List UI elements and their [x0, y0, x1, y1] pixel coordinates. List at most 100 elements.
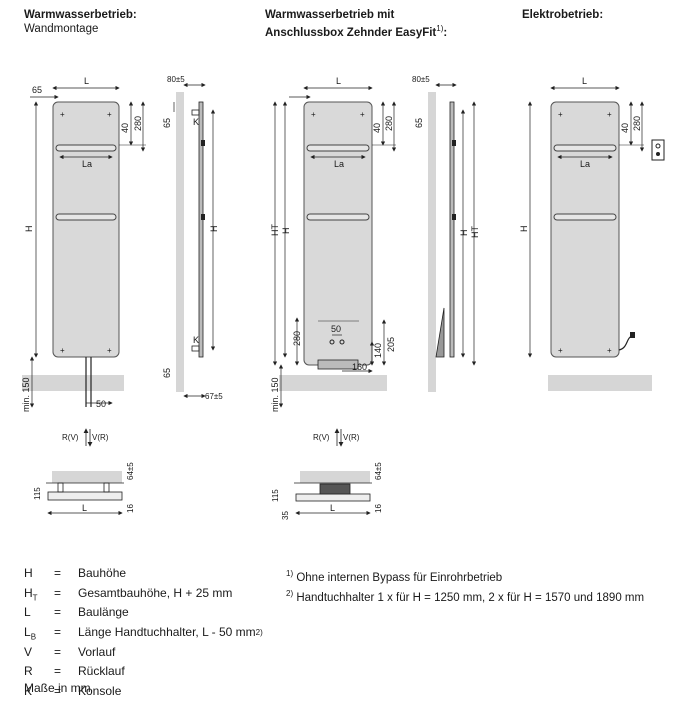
dim-H: H: [209, 226, 219, 233]
legend-equals: =: [54, 585, 62, 600]
legend-key: V: [24, 644, 33, 659]
dim-65: 65: [414, 118, 424, 128]
legend: H = Bauhöhe HT = Gesamtbauhöhe, H + 25 m…: [24, 566, 263, 704]
plus-mark: +: [60, 110, 65, 119]
return-flow-label: R(V): [62, 433, 79, 442]
dim-67: 67±5: [205, 392, 223, 401]
towel-rail: [55, 144, 117, 152]
header-title: Warmwasserbetrieb:: [24, 9, 137, 21]
bracket: [452, 214, 456, 220]
dim-L: L: [330, 503, 335, 513]
power-plug: [630, 332, 635, 338]
dim-280: 280: [292, 331, 302, 346]
front-view-easyfit: + + L H HT La 40 280 280 50 140 205 160 …: [270, 76, 397, 447]
footnote: 2) Handtuchhalter 1 x für H = 1250 mm, 2…: [286, 588, 645, 604]
radiator-panel: [52, 101, 120, 358]
console-label: K: [193, 335, 199, 345]
legend-key: L: [24, 605, 31, 620]
dim-280: 280: [133, 116, 143, 131]
header-suffix: :: [443, 26, 448, 39]
dim-L: L: [582, 76, 587, 86]
bracket: [452, 140, 456, 146]
dim-L: L: [336, 76, 341, 86]
towel-rail: [553, 213, 617, 221]
dim-280: 280: [632, 116, 642, 131]
bracket: [103, 482, 110, 493]
legend-key: K: [24, 684, 33, 699]
dim-16: 16: [126, 504, 135, 513]
legend-text: Rücklauf: [78, 664, 125, 679]
legend-row: H = Bauhöhe: [24, 566, 263, 586]
dim-La: La: [580, 159, 590, 169]
bracket: [191, 109, 200, 116]
technical-drawing: + + + + 65 L H La 40 280 min. 150 50 R(V…: [21, 75, 665, 520]
header-easyfit: Warmwasserbetrieb mit Anschlussbox Zehnd…: [265, 8, 447, 40]
plus-mark: +: [558, 110, 563, 119]
towel-rail: [306, 144, 370, 152]
dim-40: 40: [620, 123, 630, 133]
dim-205: 205: [386, 337, 396, 352]
dim-H: H: [519, 226, 529, 233]
bracket: [191, 345, 200, 352]
legend-text: Länge Handtuchhalter, L - 50 mm: [78, 625, 256, 640]
dim-80: 80±5: [412, 75, 430, 84]
flow-label: V(R): [343, 433, 360, 442]
power-cable: [618, 335, 633, 351]
header-electric: Elektrobetrieb:: [522, 8, 603, 22]
wall-hatch: [300, 471, 370, 483]
side-view-wall: K K 80±5 65 H 65 67±5: [162, 75, 223, 401]
dim-H: H: [281, 228, 291, 235]
radiator-top: [295, 493, 371, 502]
control-unit-icon: [656, 152, 660, 156]
header-wall-mounting: Warmwasserbetrieb: Wandmontage: [24, 8, 137, 36]
dim-50: 50: [331, 324, 341, 334]
radiator-top: [47, 491, 123, 501]
legend-row: L = Baulänge: [24, 605, 263, 625]
footnote: 1) Ohne internen Bypass für Einrohrbetri…: [286, 569, 503, 584]
dim-40: 40: [120, 123, 130, 133]
front-view-wall: + + + + 65 L H La 40 280 min. 150 50 R(V…: [21, 76, 146, 447]
dim-16: 16: [374, 504, 383, 513]
floor-hatch: [279, 375, 387, 391]
flow-label: V(R): [92, 433, 109, 442]
dim-40: 40: [372, 123, 382, 133]
plus-mark: +: [60, 346, 65, 355]
front-view-electric: + + + + L H La 40 280: [519, 76, 665, 391]
header-subtitle: Anschlussbox Zehnder EasyFit: [265, 26, 437, 39]
plus-mark: +: [107, 346, 112, 355]
dim-64: 64±5: [126, 462, 135, 480]
dim-280: 280: [384, 116, 394, 131]
dim-Ht: HT: [470, 226, 480, 238]
top-view-easyfit: L 64±5 115 35 16: [271, 462, 383, 520]
radiator-side: [449, 101, 455, 358]
legend-row: V = Vorlauf: [24, 645, 263, 665]
header-title: Warmwasserbetrieb mit: [265, 9, 395, 21]
dim-Ht: HT: [270, 224, 280, 236]
legend-equals: =: [54, 644, 62, 659]
bracket: [57, 482, 64, 493]
legend-row: K = Konsole: [24, 684, 263, 704]
plus-mark: +: [558, 346, 563, 355]
legend-text: Baulänge: [78, 605, 129, 620]
dim-La: La: [334, 159, 344, 169]
dim-min150: min. 150: [21, 377, 31, 412]
plus-mark: +: [107, 110, 112, 119]
connection-box: [317, 359, 359, 370]
dim-65: 65: [32, 85, 42, 95]
floor-hatch: [22, 375, 124, 391]
header-subtitle: Wandmontage: [24, 23, 99, 35]
dim-65: 65: [162, 368, 172, 378]
radiator-side: [198, 101, 204, 358]
radiator-panel: [550, 101, 620, 358]
dim-115: 115: [271, 489, 280, 502]
dim-140: 140: [373, 343, 383, 358]
wall-hatch: [52, 471, 122, 483]
legend-key: LB: [24, 625, 37, 642]
bracket: [201, 140, 205, 146]
legend-text: Konsole: [78, 684, 122, 699]
dim-64: 64±5: [374, 462, 383, 480]
dim-L: L: [84, 76, 89, 86]
side-view-easyfit: 80±5 65 H HT: [412, 75, 480, 392]
dim-65: 65: [162, 118, 172, 128]
